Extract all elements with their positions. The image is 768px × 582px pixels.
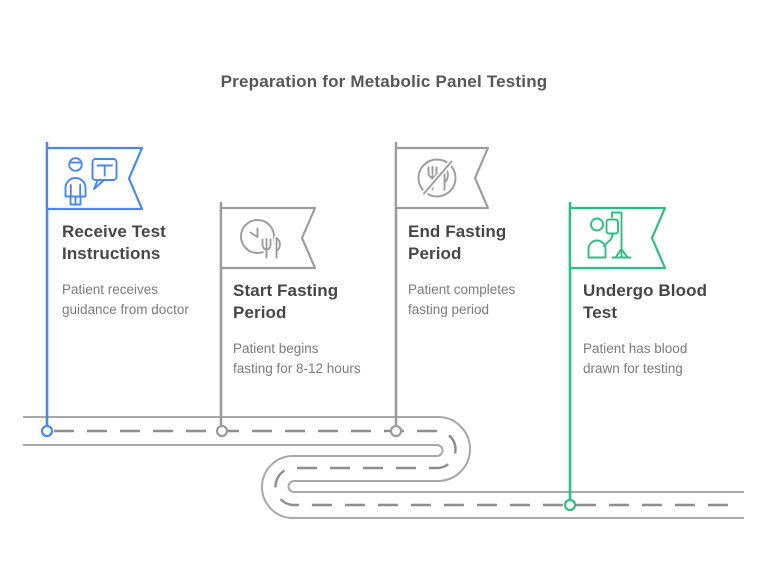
step-text-2: Start Fasting Period Patient begins fast… (233, 280, 361, 378)
step-description: Patient has blood drawn for testing (583, 341, 688, 376)
step-3-road-marker (389, 424, 403, 438)
road-edge-lower (23, 444, 744, 519)
step-2-flag-group (215, 201, 317, 438)
step-text-3: End Fasting Period Patient completes fas… (408, 221, 538, 319)
step-description: Patient begins fasting for 8-12 hours (233, 341, 361, 376)
road-center-dashes (54, 429, 730, 507)
step-description: Patient receives guidance from doctor (62, 282, 189, 317)
step-text-4: Undergo Blood Test Patient has blood dra… (583, 280, 723, 378)
doctor-instructions-icon (64, 157, 118, 206)
step-title: Receive Test Instructions (62, 222, 166, 263)
road (23, 416, 744, 519)
step-title: Undergo Blood Test (583, 281, 708, 322)
step-1-flag-group (40, 141, 144, 438)
step-1-flag (45, 146, 144, 211)
fasting-clock-icon (240, 219, 281, 261)
page-title: Preparation for Metabolic Panel Testing (220, 72, 548, 91)
step-4-flag (568, 206, 667, 270)
road-edge-upper (23, 416, 744, 493)
step-title: Start Fasting Period (233, 281, 339, 322)
no-food-icon (417, 158, 457, 198)
step-2-road-marker (215, 424, 229, 438)
step-4-flag-group (563, 201, 667, 512)
step-3-flag (394, 146, 490, 210)
step-4-road-marker (563, 498, 577, 512)
step-description: Patient completes fasting period (408, 282, 516, 317)
step-text-1: Receive Test Instructions Patient receiv… (62, 221, 190, 319)
iv-drip-icon (587, 211, 632, 259)
step-1-road-marker (40, 424, 54, 438)
step-title: End Fasting Period (408, 222, 507, 263)
step-3-flag-group (389, 141, 490, 438)
